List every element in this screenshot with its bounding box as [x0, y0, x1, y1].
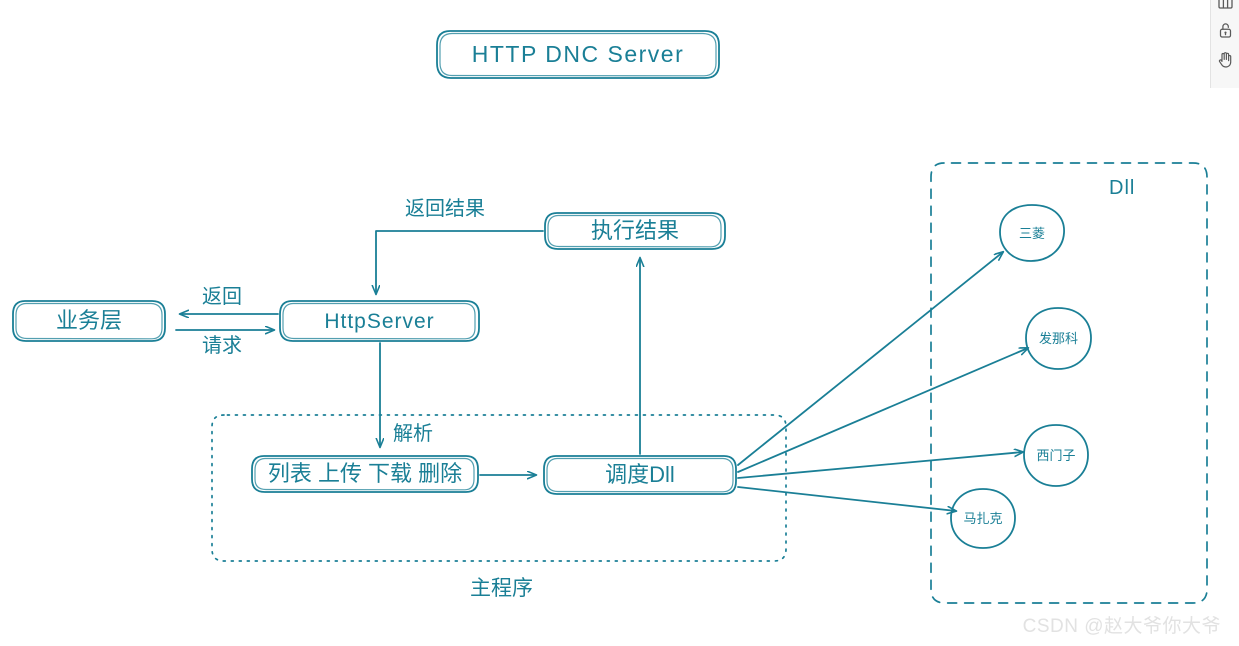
- main-program-group-shape: [211, 414, 787, 562]
- pan-hand-icon-button[interactable]: [1211, 45, 1239, 74]
- dll-circle-siemens-shape: [1023, 424, 1089, 487]
- page-title: HTTP DNC Server: [471, 41, 685, 67]
- edge-label-parse: 解析: [393, 423, 433, 445]
- edge-label-return-result: 返回结果: [405, 198, 485, 220]
- library-icon: [1217, 0, 1233, 14]
- edge-label-request: 请求: [202, 335, 242, 357]
- node-operations[interactable]: 列表 上传 下载 删除: [267, 461, 463, 486]
- edge-dispatch-to-mazak: [737, 486, 956, 511]
- node-dispatch-dll[interactable]: 调度Dll: [605, 462, 675, 487]
- group-label-dll: Dll: [1109, 177, 1136, 199]
- business-layer-box-shape: [12, 300, 166, 342]
- hand-icon: [1217, 51, 1233, 68]
- edge-dispatch-to-siemens: [737, 452, 1023, 479]
- dll-circle-fanuc-shape: [1025, 307, 1092, 370]
- right-toolbar: [1210, 0, 1239, 88]
- group-label-main-program: 主程序: [470, 577, 533, 600]
- dll-module-fanuc[interactable]: 发那科: [1038, 331, 1078, 346]
- operations-box-shape: [251, 455, 479, 493]
- title-box-shape: [436, 30, 720, 79]
- edge-return-result: [376, 230, 544, 294]
- dispatch-dll-box-shape: [543, 455, 737, 495]
- lock-icon-button[interactable]: [1211, 16, 1239, 45]
- dll-module-siemens[interactable]: 西门子: [1036, 448, 1076, 463]
- csdn-watermark: CSDN @赵大爷你大爷: [1022, 616, 1221, 637]
- dll-circle-mitsubishi-shape: [999, 204, 1065, 262]
- http-server-box-shape: [279, 300, 480, 342]
- node-http-server[interactable]: HttpServer: [324, 309, 435, 333]
- dll-group-shape: [930, 162, 1208, 604]
- node-business-layer[interactable]: 业务层: [55, 308, 122, 333]
- edge-dispatch-to-mitsubishi: [737, 252, 1003, 466]
- node-exec-result[interactable]: 执行结果: [590, 218, 679, 243]
- edge-dispatch-to-fanuc: [737, 348, 1028, 473]
- exec-result-box-shape: [544, 212, 726, 250]
- dll-module-mitsubishi[interactable]: 三菱: [1018, 225, 1045, 241]
- unlock-icon: [1218, 22, 1233, 39]
- library-icon-button[interactable]: [1211, 0, 1239, 16]
- dll-circle-mazak-shape: [950, 488, 1016, 549]
- edge-label-return: 返回: [202, 286, 242, 308]
- dll-module-mazak[interactable]: 马扎克: [963, 511, 1003, 526]
